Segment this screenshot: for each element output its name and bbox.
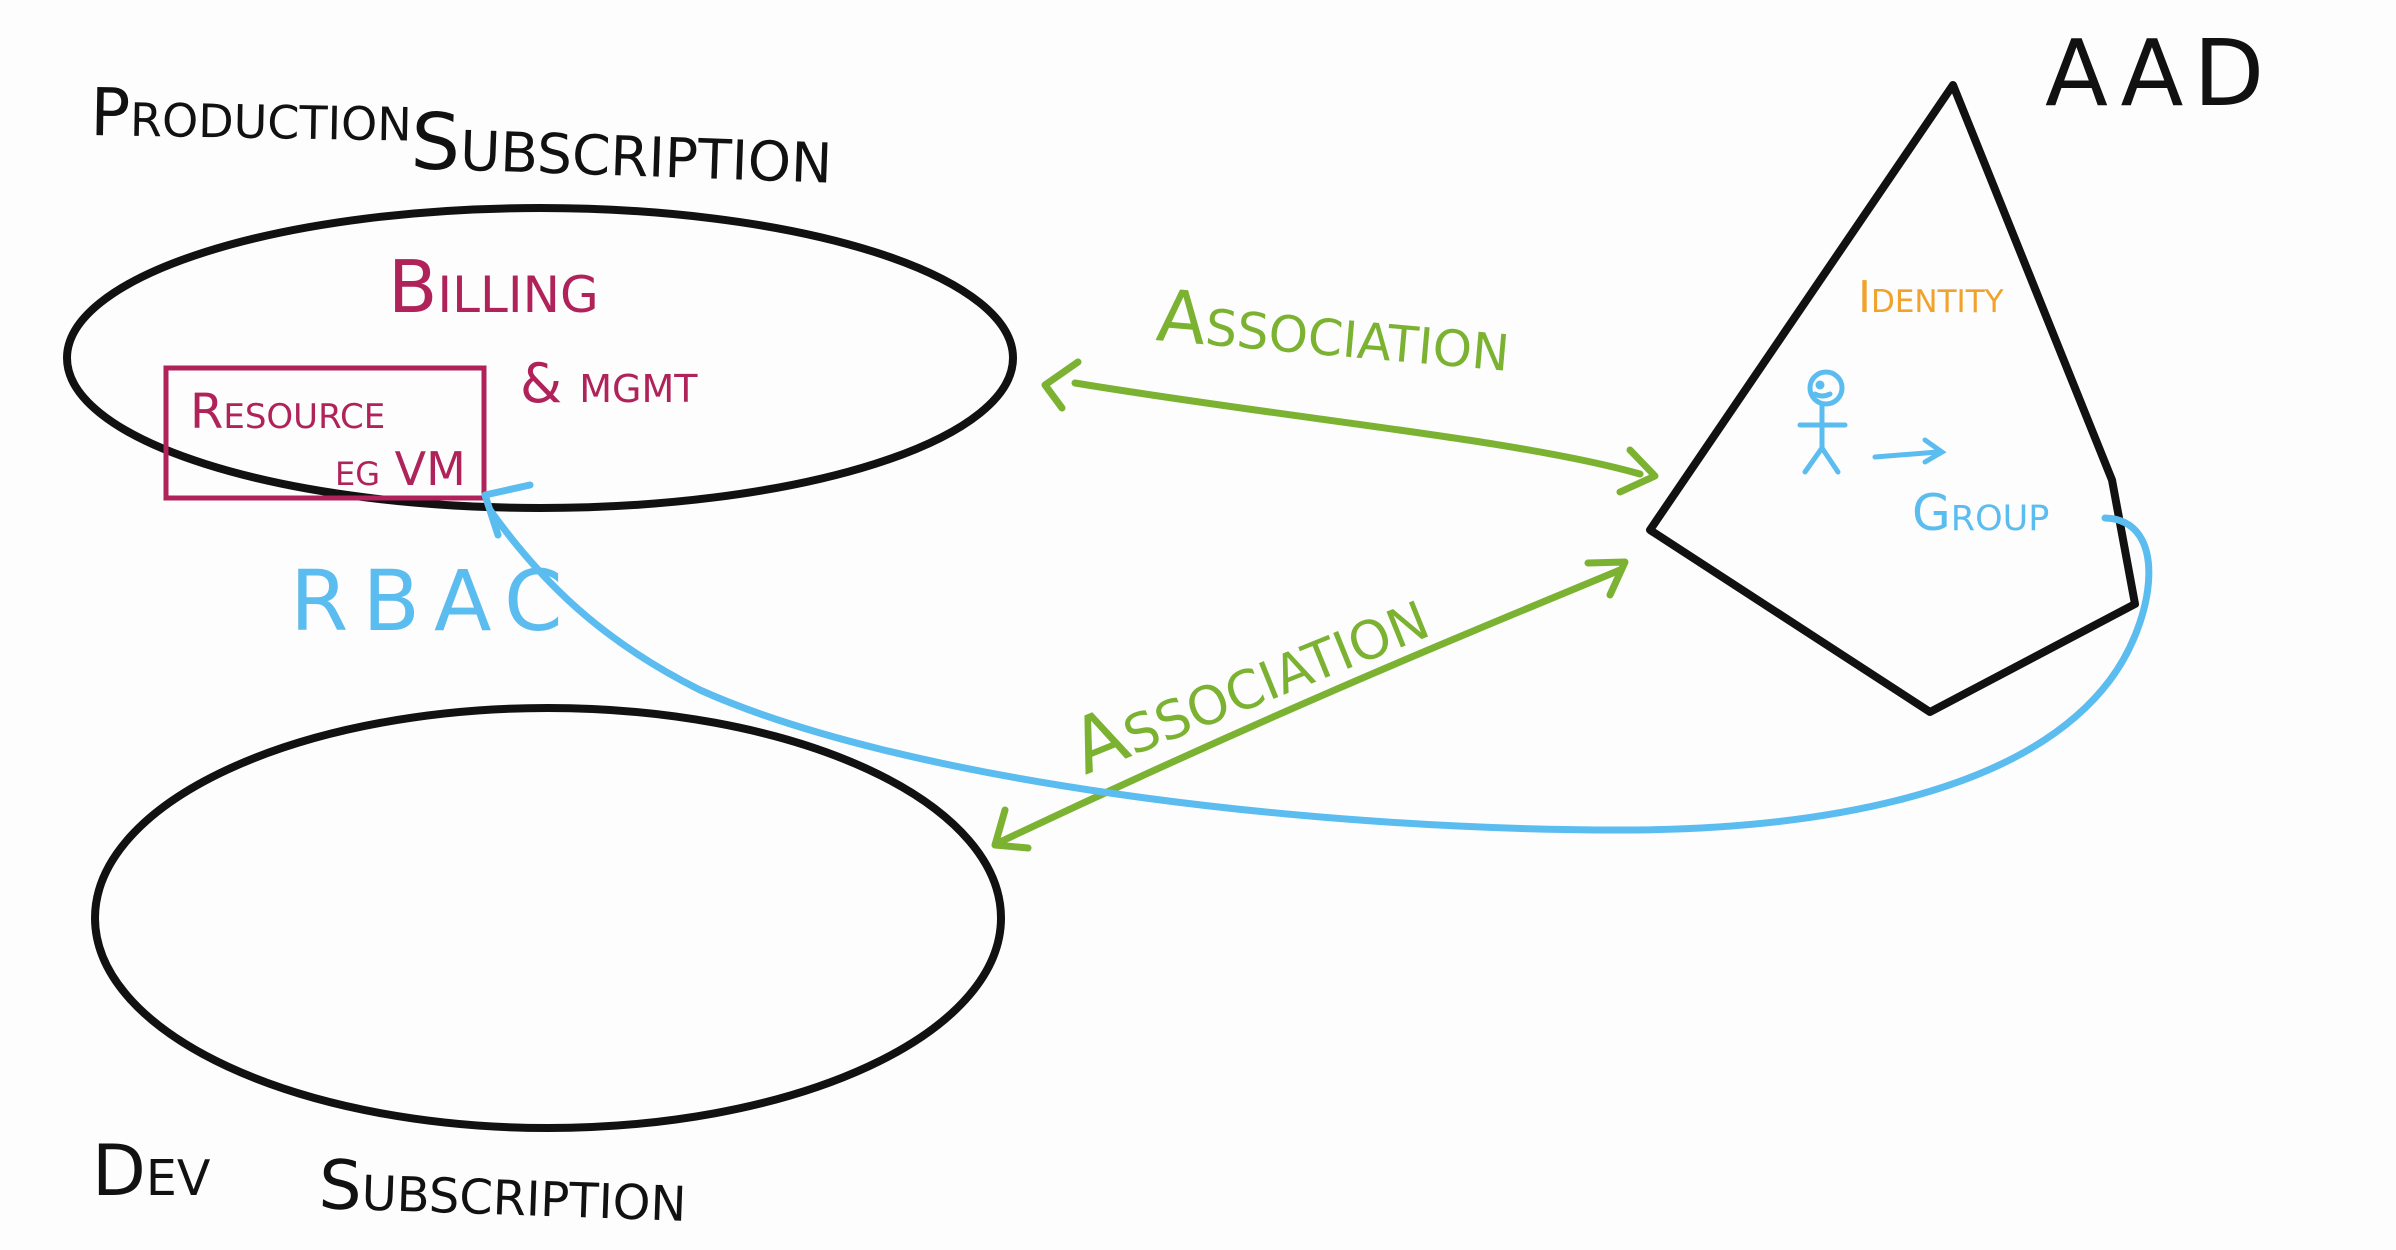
association-top-arrow [1071,379,1644,478]
association-bottom-arrowhead-right [1584,558,1629,599]
production-title-2: Subscription [409,97,834,202]
rbac-arrowhead [481,481,534,539]
resource-label: Resource [190,384,385,440]
dev-subscription-label: Subscription [317,1146,688,1238]
aad-label: AAD [2045,20,2274,127]
association-top-arrowhead-left [1041,358,1082,412]
association-bottom-label: Association [1058,569,1439,792]
rbac-assignment-curve [486,506,2153,834]
group-label: Group [1912,484,2049,542]
and-mgmt-label: & mgmt [520,352,698,415]
aad-tenant-shape [1646,81,2139,716]
dev-subscription-ellipse [91,704,1005,1132]
production-title-1: Production [90,74,413,157]
identity-label: Identity [1858,272,2004,323]
association-bottom-arrowhead-left [991,806,1032,852]
association-top-label: Association [1154,273,1514,388]
resource-box [163,365,487,501]
user-icon [1797,369,1848,475]
production-subscription-ellipse [63,204,1017,512]
eg-vm-label: eg VM [335,442,466,496]
association-bottom-arrow [996,566,1624,846]
rbac-label: RBAC [290,552,577,650]
dev-label: Dev [92,1130,211,1212]
association-top-arrowhead-right [1616,446,1659,496]
billing-label: Billing [388,245,599,329]
arrow-icon [1872,437,1947,465]
